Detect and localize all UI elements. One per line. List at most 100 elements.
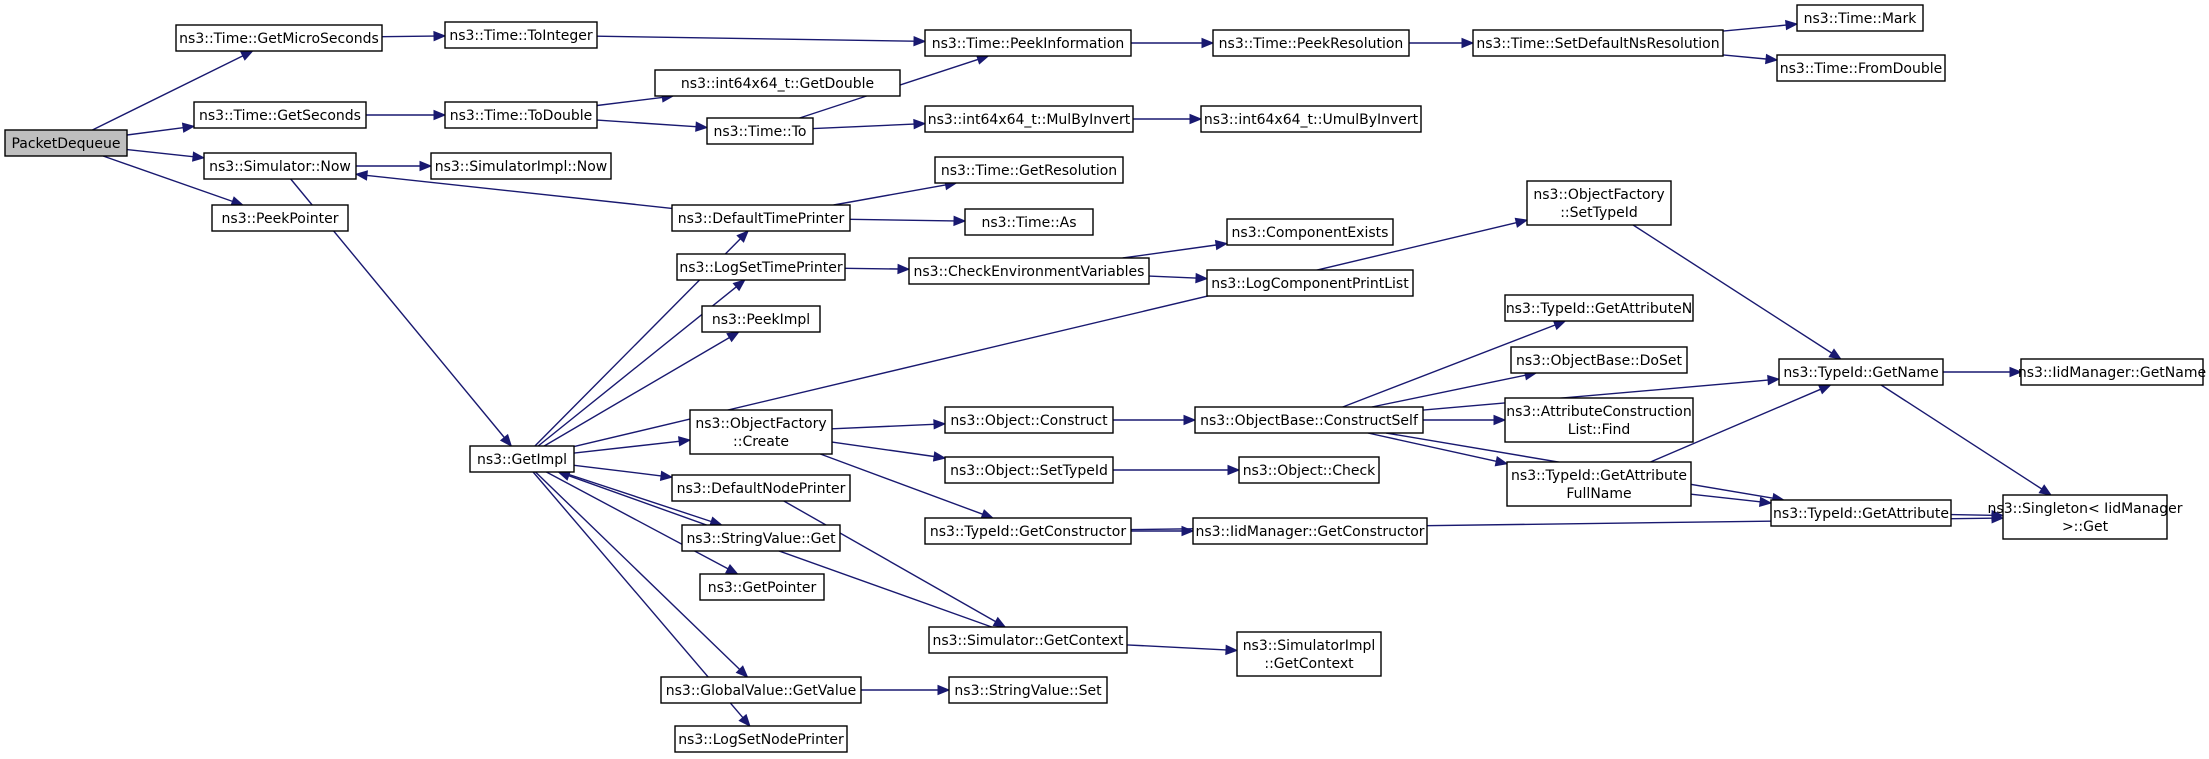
edge-objectfactory-create-to-object-construct (831, 423, 935, 430)
node-box-stringvalue-set (948, 676, 1108, 704)
node-defaulttimeprinter[interactable]: ns3::DefaultTimePrinter (671, 204, 851, 232)
node-int64-umulbyinvert[interactable]: ns3::int64x64_t::UmulByInvert (1200, 105, 1422, 133)
node-box-iidmanager-getconstructor (1192, 517, 1428, 545)
node-box-logcomponentprintlist (1206, 269, 1414, 297)
node-box-time-getseconds (193, 101, 367, 129)
edge-arrowhead-getimpl-to-objectfactory-create (678, 436, 692, 447)
node-time-getresolution[interactable]: ns3::Time::GetResolution (934, 156, 1124, 184)
node-label-simulatorimpl-getcontext-0: ns3::SimulatorImpl (1243, 638, 1376, 654)
node-iidmanager-getname[interactable]: ns3::IidManager::GetName (2018, 358, 2206, 386)
node-box-simulator-getcontext (928, 626, 1128, 654)
node-packetdequeue[interactable]: PacketDequeue (4, 129, 128, 157)
edge-arrowhead-objectbase-constructself-to-typeid-getattributen (1552, 320, 1567, 331)
node-simulator-now[interactable]: ns3::Simulator::Now (203, 152, 357, 180)
node-layer: PacketDequeuens3::Time::GetMicroSecondsn… (4, 4, 2206, 753)
node-globalvalue-getvalue[interactable]: ns3::GlobalValue::GetValue (660, 676, 862, 704)
node-simulator-getcontext[interactable]: ns3::Simulator::GetContext (928, 626, 1128, 654)
node-label-object-check-0: ns3::Object::Check (1243, 463, 1376, 479)
node-box-iidmanager-getname (2020, 358, 2204, 386)
node-typeid-getname[interactable]: ns3::TypeId::GetName (1778, 358, 1944, 386)
node-logsetnodeprinter[interactable]: ns3::LogSetNodePrinter (674, 725, 848, 753)
node-time-setdefaultnsresolution[interactable]: ns3::Time::SetDefaultNsResolution (1472, 29, 1724, 57)
node-time-todouble[interactable]: ns3::Time::ToDouble (444, 101, 598, 129)
node-typeid-getconstructor[interactable]: ns3::TypeId::GetConstructor (924, 517, 1132, 545)
edge-checkenvironmentvariables-to-logcomponentprintlist (1148, 275, 1197, 279)
node-box-object-construct (944, 406, 1114, 434)
node-label-iidmanager-getname-0: ns3::IidManager::GetName (2018, 365, 2206, 381)
node-label-time-peekinformation-0: ns3::Time::PeekInformation (932, 36, 1125, 52)
edge-layer (92, 19, 2053, 727)
node-label-time-as-0: ns3::Time::As (981, 215, 1076, 231)
node-box-simulator-now (203, 152, 357, 180)
node-stringvalue-set[interactable]: ns3::StringValue::Set (948, 676, 1108, 704)
node-time-mark[interactable]: ns3::Time::Mark (1796, 4, 1924, 32)
edge-objectbase-constructself-to-typeid-getattributefullname (1367, 432, 1497, 462)
edge-arrowhead-typeid-getattributefullname-to-typeid-getattribute (1759, 496, 1773, 507)
edge-packetdequeue-to-time-getmicroseconds (92, 55, 244, 131)
node-object-check[interactable]: ns3::Object::Check (1238, 456, 1380, 484)
node-box-stringvalue-get (681, 524, 841, 552)
node-typeid-getattribute[interactable]: ns3::TypeId::GetAttribute (1770, 499, 1952, 527)
node-logsettimeprinter[interactable]: ns3::LogSetTimePrinter (676, 253, 846, 281)
edge-arrowhead-objectfactory-create-to-typeid-getconstructor (980, 509, 995, 519)
node-box-peekpointer (211, 204, 349, 232)
edge-getimpl-to-globalvalue-getvalue (535, 471, 741, 670)
node-simulatorimpl-getcontext[interactable]: ns3::SimulatorImpl::GetContext (1236, 631, 1382, 677)
node-label-time-todouble-0: ns3::Time::ToDouble (450, 108, 593, 124)
node-time-as[interactable]: ns3::Time::As (964, 208, 1094, 236)
node-label-time-getresolution-0: ns3::Time::GetResolution (941, 163, 1117, 179)
node-box-simulatorimpl-now (430, 152, 612, 180)
node-time-peekresolution[interactable]: ns3::Time::PeekResolution (1212, 29, 1410, 57)
node-componentexists[interactable]: ns3::ComponentExists (1226, 218, 1394, 246)
node-label-time-tointeger-0: ns3::Time::ToInteger (449, 28, 593, 44)
node-stringvalue-get[interactable]: ns3::StringValue::Get (681, 524, 841, 552)
node-checkenvironmentvariables[interactable]: ns3::CheckEnvironmentVariables (908, 257, 1150, 285)
node-logcomponentprintlist[interactable]: ns3::LogComponentPrintList (1206, 269, 1414, 297)
node-box-objectbase-constructself (1194, 406, 1424, 434)
edge-time-setdefaultnsresolution-to-time-fromdouble (1722, 54, 1767, 60)
edge-objectfactory-settypeid-to-typeid-getname (1632, 224, 1832, 354)
edge-arrowhead-objectbase-constructself-to-attributeconstructionlist-find (1493, 414, 1507, 426)
node-objectbase-doset[interactable]: ns3::ObjectBase::DoSet (1510, 346, 1688, 374)
node-label-simulator-getcontext-0: ns3::Simulator::GetContext (932, 633, 1124, 649)
node-box-objectfactory-create (689, 409, 833, 455)
node-iidmanager-getconstructor[interactable]: ns3::IidManager::GetConstructor (1192, 517, 1428, 545)
node-time-getseconds[interactable]: ns3::Time::GetSeconds (193, 101, 367, 129)
node-singleton-get[interactable]: ns3::Singleton< IidManager >::Get (1988, 494, 2183, 540)
node-label-time-getmicroseconds-0: ns3::Time::GetMicroSeconds (179, 31, 379, 47)
node-object-construct[interactable]: ns3::Object::Construct (944, 406, 1114, 434)
node-time-peekinformation[interactable]: ns3::Time::PeekInformation (924, 29, 1132, 57)
node-typeid-getattributen[interactable]: ns3::TypeId::GetAttributeN (1504, 294, 1694, 322)
node-getpointer[interactable]: ns3::GetPointer (699, 573, 825, 601)
edge-getimpl-to-defaultnodeprinter (573, 464, 662, 477)
edge-arrowhead-simulator-getcontext-to-simulatorimpl-getcontext (1225, 644, 1239, 656)
node-peekpointer[interactable]: ns3::PeekPointer (211, 204, 349, 232)
edge-arrowhead-int64-mulbyinvert-to-int64-umulbyinvert (1189, 113, 1203, 125)
node-box-objectfactory-settypeid (1526, 180, 1672, 226)
node-defaultnodeprinter[interactable]: ns3::DefaultNodePrinter (671, 474, 851, 502)
node-objectfactory-settypeid[interactable]: ns3::ObjectFactory::SetTypeId (1526, 180, 1672, 226)
node-peekimpl[interactable]: ns3::PeekImpl (701, 305, 821, 333)
node-box-object-check (1238, 456, 1380, 484)
node-time-getmicroseconds[interactable]: ns3::Time::GetMicroSeconds (175, 24, 383, 52)
edge-arrowhead-time-getmicroseconds-to-time-tointeger (433, 30, 447, 42)
node-label-peekpointer-0: ns3::PeekPointer (222, 211, 339, 227)
node-int64-getdouble[interactable]: ns3::int64x64_t::GetDouble (654, 69, 901, 97)
edge-arrowhead-objectbase-constructself-to-typeid-getattributefullname (1494, 456, 1509, 467)
node-time-to[interactable]: ns3::Time::To (706, 117, 814, 145)
node-int64-mulbyinvert[interactable]: ns3::int64x64_t::MulByInvert (924, 105, 1134, 133)
edge-arrowhead-defaultnodeprinter-to-simulator-getcontext (992, 616, 1007, 628)
edge-logsettimeprinter-to-checkenvironmentvariables (844, 267, 899, 270)
edge-objectbase-constructself-to-typeid-getname (1422, 379, 1769, 411)
node-objectfactory-create[interactable]: ns3::ObjectFactory::Create (689, 409, 833, 455)
node-objectbase-constructself[interactable]: ns3::ObjectBase::ConstructSelf (1194, 406, 1424, 434)
node-time-tointeger[interactable]: ns3::Time::ToInteger (444, 21, 598, 49)
node-getimpl[interactable]: ns3::GetImpl (469, 445, 575, 473)
edge-arrowhead-defaulttimeprinter-to-simulator-now (354, 170, 368, 181)
node-object-settypeid[interactable]: ns3::Object::SetTypeId (944, 456, 1114, 484)
edge-arrowhead-time-todouble-to-time-to (695, 121, 709, 132)
node-simulatorimpl-now[interactable]: ns3::SimulatorImpl::Now (430, 152, 612, 180)
node-time-fromdouble[interactable]: ns3::Time::FromDouble (1776, 54, 1946, 82)
